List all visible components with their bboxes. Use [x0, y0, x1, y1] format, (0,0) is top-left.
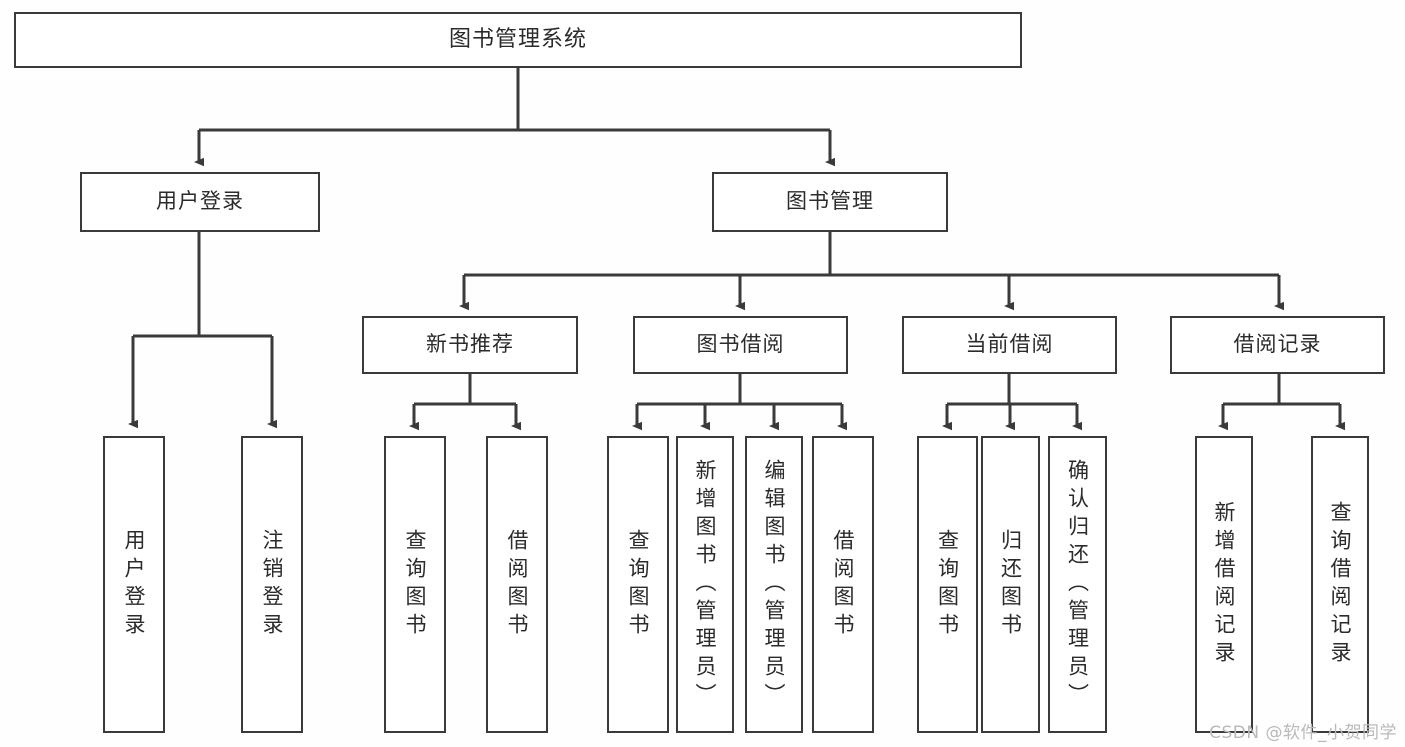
node-label: 编辑图书（管理员）	[762, 458, 786, 711]
leaf-add-book-admin[interactable]: 新增图书（管理员）	[676, 436, 734, 733]
node-label: 用户登录	[122, 528, 146, 641]
leaf-logout[interactable]: 注销登录	[241, 436, 303, 733]
node-label: 图书借阅	[696, 332, 785, 357]
leaf-add-borrow-record[interactable]: 新增借阅记录	[1195, 436, 1253, 733]
leaf-query-book-new[interactable]: 查询图书	[384, 436, 446, 733]
leaf-query-borrow-record[interactable]: 查询借阅记录	[1311, 436, 1369, 733]
node-label: 新增图书（管理员）	[693, 458, 717, 711]
node-book-management[interactable]: 图书管理	[712, 172, 948, 232]
node-label: 确认归还（管理员）	[1065, 458, 1090, 711]
node-label: 图书管理	[786, 189, 874, 214]
node-current-borrow[interactable]: 当前借阅	[902, 316, 1117, 374]
node-label: 查询图书	[626, 528, 650, 641]
node-label: 借阅记录	[1233, 332, 1322, 357]
node-label: 归还图书	[998, 528, 1023, 641]
node-label: 注销登录	[260, 528, 284, 641]
node-user-login[interactable]: 用户登录	[80, 172, 320, 232]
leaf-query-book-borrow[interactable]: 查询图书	[607, 436, 669, 733]
node-label: 查询图书	[935, 528, 960, 641]
node-root-book-management-system[interactable]: 图书管理系统	[14, 12, 1022, 68]
node-label: 用户登录	[156, 189, 244, 214]
node-label: 查询借阅记录	[1328, 500, 1352, 669]
watermark-text: CSDN @软件_小贺同学	[1209, 723, 1397, 743]
node-label: 新增借阅记录	[1212, 500, 1236, 669]
node-borrow-record[interactable]: 借阅记录	[1170, 316, 1385, 374]
leaf-borrow-book-new[interactable]: 借阅图书	[486, 436, 548, 733]
leaf-query-book-current[interactable]: 查询图书	[917, 436, 978, 733]
node-new-book-recommendation[interactable]: 新书推荐	[362, 316, 578, 374]
leaf-user-login[interactable]: 用户登录	[103, 436, 165, 733]
leaf-return-book[interactable]: 归还图书	[981, 436, 1040, 733]
leaf-edit-book-admin[interactable]: 编辑图书（管理员）	[745, 436, 803, 733]
node-book-borrow[interactable]: 图书借阅	[633, 316, 848, 374]
node-label: 图书管理系统	[448, 26, 587, 52]
node-label: 新书推荐	[426, 332, 514, 357]
node-label: 当前借阅	[965, 332, 1054, 357]
node-label: 借阅图书	[831, 528, 855, 641]
node-label: 查询图书	[403, 528, 427, 641]
leaf-borrow-book[interactable]: 借阅图书	[812, 436, 874, 733]
leaf-confirm-return-admin[interactable]: 确认归还（管理员）	[1048, 436, 1107, 733]
node-label: 借阅图书	[505, 528, 529, 641]
